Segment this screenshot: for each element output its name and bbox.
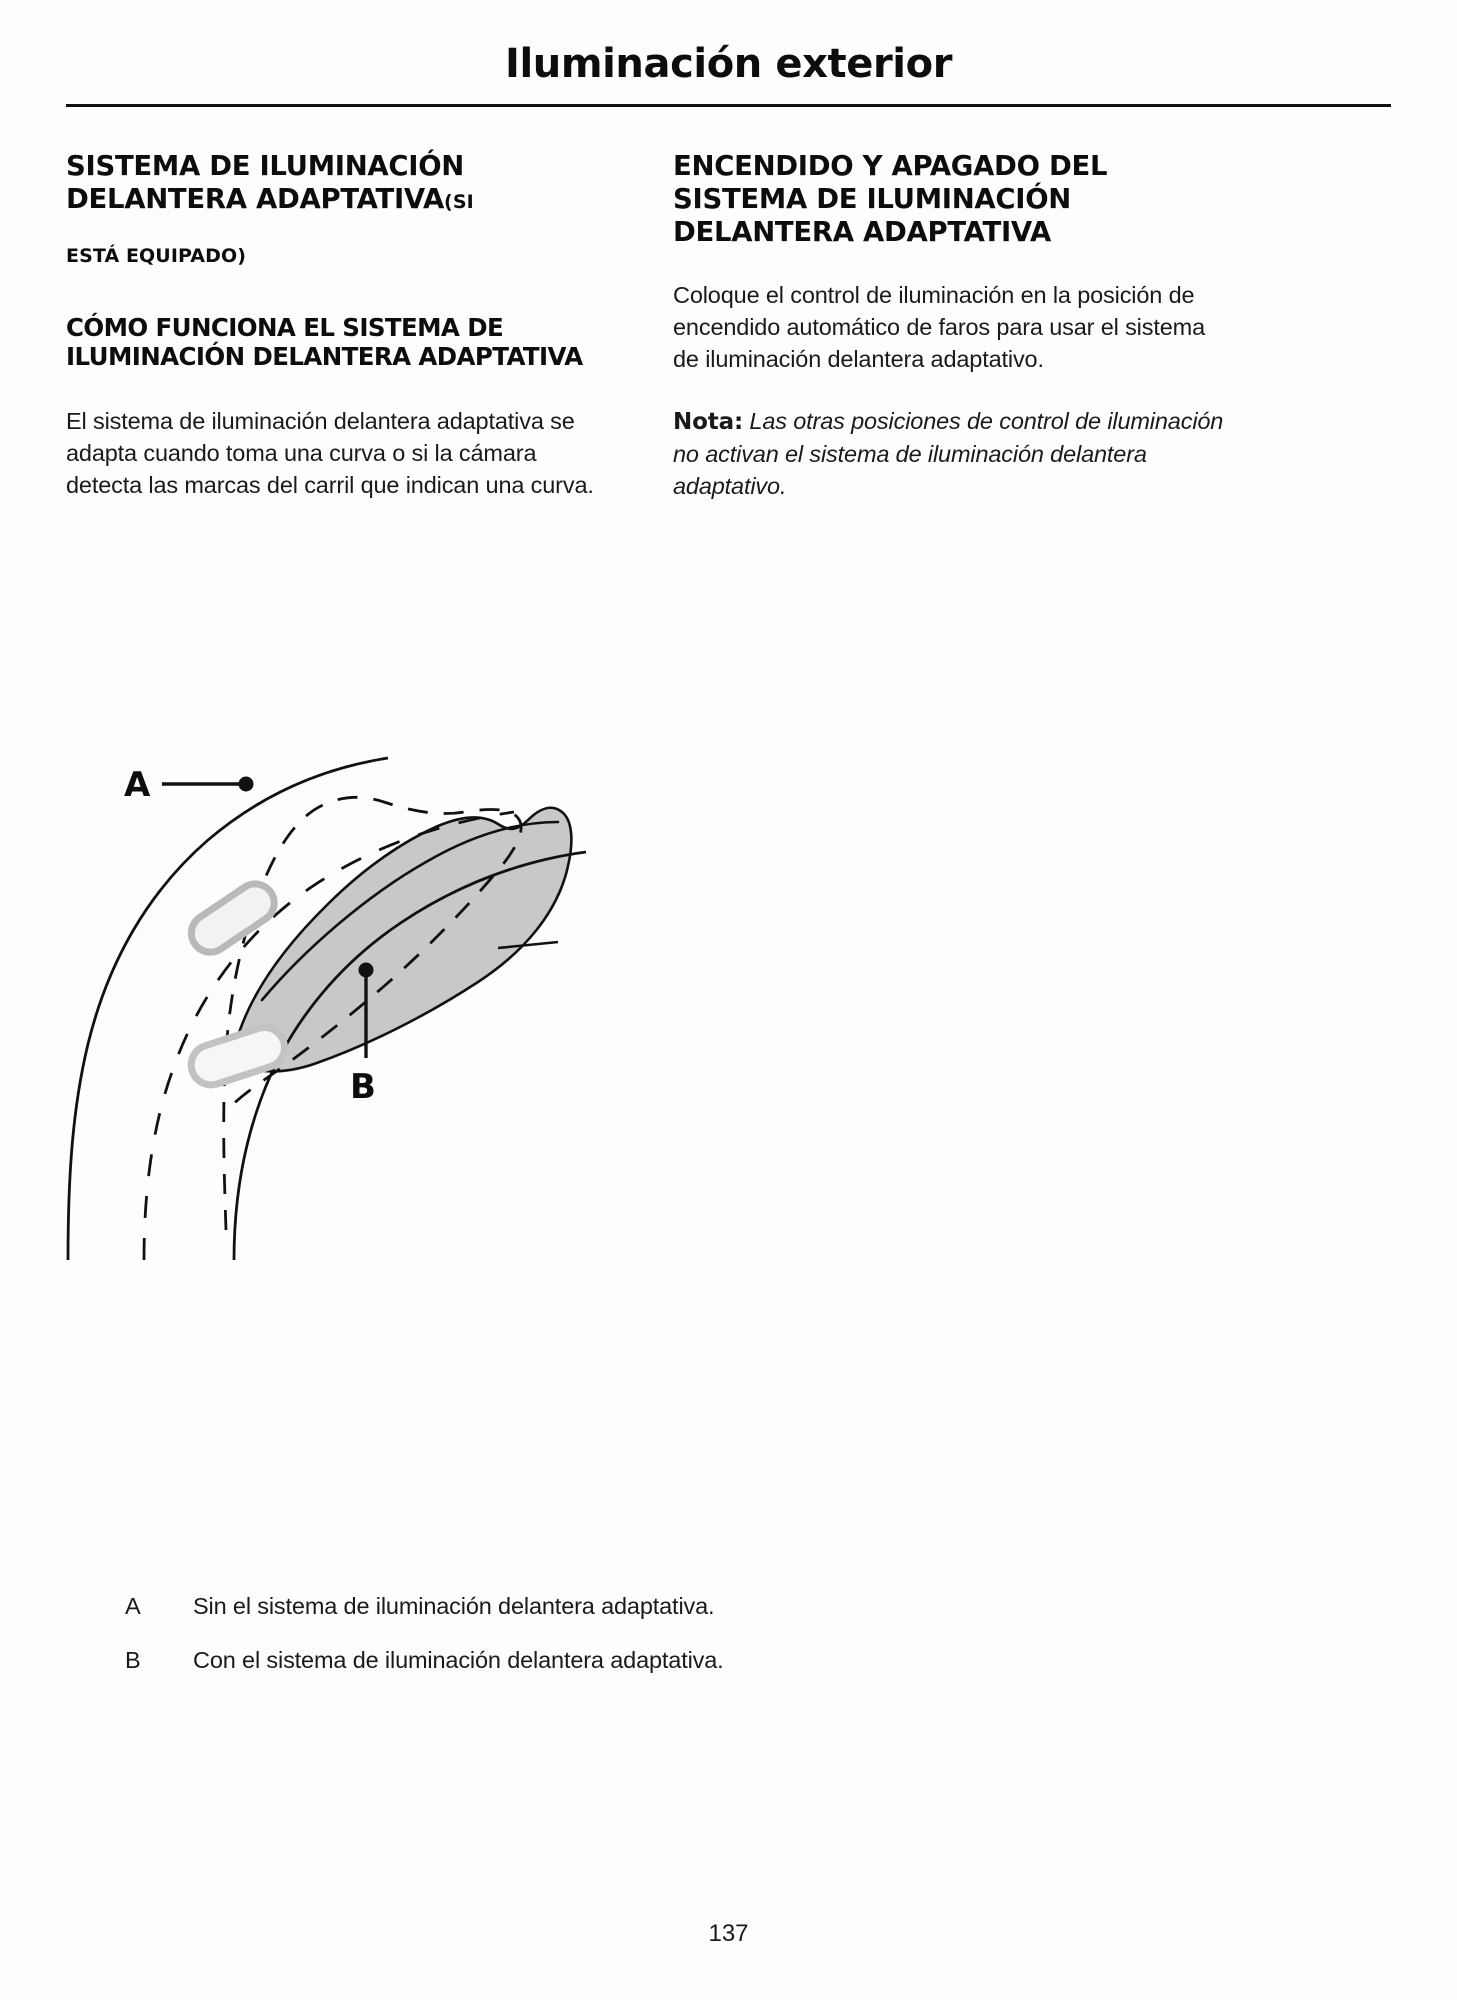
content-columns: SISTEMA DE ILUMINACIÓN DELANTERA ADAPTAT…	[66, 150, 1391, 502]
lane-center-dashes	[142, 810, 515, 1260]
callout-a: A	[124, 765, 254, 805]
page-header: Iluminación exterior	[66, 40, 1391, 112]
road-left-edge	[66, 756, 389, 1260]
section-heading-qualifier-open: (SI	[444, 191, 474, 213]
legend-row-b: B Con el sistema de iluminación delanter…	[125, 1644, 745, 1676]
page-footer: 137	[0, 1920, 1457, 1948]
legend-key-b: B	[125, 1647, 141, 1673]
legend-row-a: A Sin el sistema de iluminación delanter…	[125, 1590, 745, 1622]
section-heading-turning-on-off: ENCENDIDO Y APAGADO DEL SISTEMA DE ILUMI…	[673, 150, 1108, 248]
note-paragraph: Nota: Las otras posiciones de control de…	[673, 405, 1224, 502]
non-adaptive-beam-outline	[222, 796, 523, 1231]
road-right-edge	[232, 850, 587, 1260]
legend-key-a: A	[125, 1593, 141, 1619]
headlamp-lower	[187, 1024, 288, 1089]
callout-b-label: B	[350, 1067, 376, 1107]
subsection-heading-how-it-works: CÓMO FUNCIONA EL SISTEMA DE ILUMINACIÓN …	[66, 313, 583, 371]
beam-edge-tick	[497, 940, 559, 950]
adaptive-beam-inner-edge	[260, 820, 560, 1002]
page-number: 137	[708, 1920, 749, 1947]
left-body-paragraph: El sistema de iluminación delantera adap…	[66, 408, 594, 498]
legend-desc-b: Con el sistema de iluminación delantera …	[193, 1647, 724, 1673]
left-column: SISTEMA DE ILUMINACIÓN DELANTERA ADAPTAT…	[66, 150, 617, 502]
note-label: Nota:	[673, 409, 744, 435]
diagram-legend: A Sin el sistema de iluminación delanter…	[125, 1590, 745, 1698]
adaptive-lighting-diagram: A B	[66, 700, 786, 1260]
section-heading-adaptive-front-lighting: SISTEMA DE ILUMINACIÓN DELANTERA ADAPTAT…	[66, 150, 617, 219]
legend-desc-a: Sin el sistema de iluminación delantera …	[193, 1593, 715, 1619]
right-body-paragraph: Coloque el control de iluminación en la …	[673, 282, 1206, 372]
adaptive-beam-shape	[232, 806, 573, 1073]
note-body: Las otras posiciones de control de ilumi…	[673, 408, 1224, 499]
callout-b: B	[350, 962, 376, 1107]
right-column: ENCENDIDO Y APAGADO DEL SISTEMA DE ILUMI…	[673, 150, 1224, 502]
callout-a-label: A	[124, 765, 151, 805]
page-title: Iluminación exterior	[504, 41, 953, 87]
headlamp-upper	[187, 880, 278, 956]
header-divider	[66, 104, 1391, 107]
section-heading-qualifier-close: ESTÁ EQUIPADO)	[66, 245, 246, 267]
section-heading-text: SISTEMA DE ILUMINACIÓN DELANTERA ADAPTAT…	[66, 150, 465, 215]
